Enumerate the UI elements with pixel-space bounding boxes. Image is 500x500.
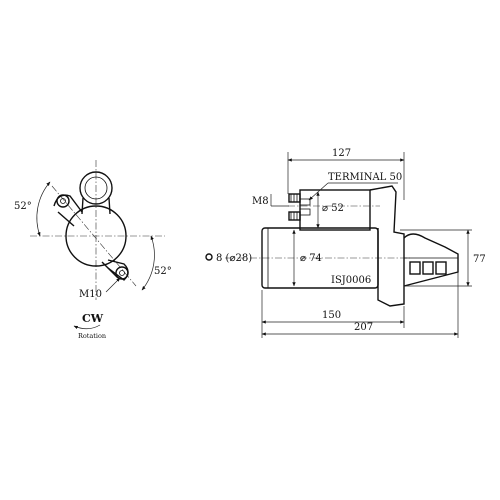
flange-ear-top [53,194,83,227]
dimension-label-77: 77 [473,254,486,265]
angle-label-bottom: 52° [154,266,172,277]
rotation-direction-label: CW [82,312,104,325]
dimension-label-150: 150 [322,310,341,321]
flange-ear-bottom [101,259,129,281]
pinion-symbol [205,253,213,261]
bolt-label: M10 [79,289,102,300]
dimension-label-207: 207 [354,322,373,333]
side-view: 127 TERMINAL 50 M8 ⌀ 52 8 (⌀28) ⌀ 74 ISJ… [205,148,486,338]
bolt-leader [105,277,121,293]
angle-arc-top [36,181,51,237]
angle-arc-bottom [141,235,155,291]
end-view: 52° 52° M10 CW Rotation [14,160,172,340]
dimension-label-127: 127 [332,148,351,159]
dia-52-label: ⌀ 52 [322,203,344,214]
part-number-label: ISJ0006 [331,275,371,286]
dia-74-label: ⌀ 74 [300,253,322,264]
housing-circle [65,205,127,267]
angle-label-top: 52° [14,201,32,212]
m8-terminal-studs [288,193,311,221]
rotation-word-label: Rotation [78,332,106,340]
terminal-label: TERMINAL 50 [328,172,402,183]
pinion-label: 8 (⌀28) [216,253,252,264]
rotation-arrow [73,324,101,330]
end-view-diagonal-axis [51,185,137,287]
nose-housing [369,185,459,307]
m8-label: M8 [252,196,269,207]
